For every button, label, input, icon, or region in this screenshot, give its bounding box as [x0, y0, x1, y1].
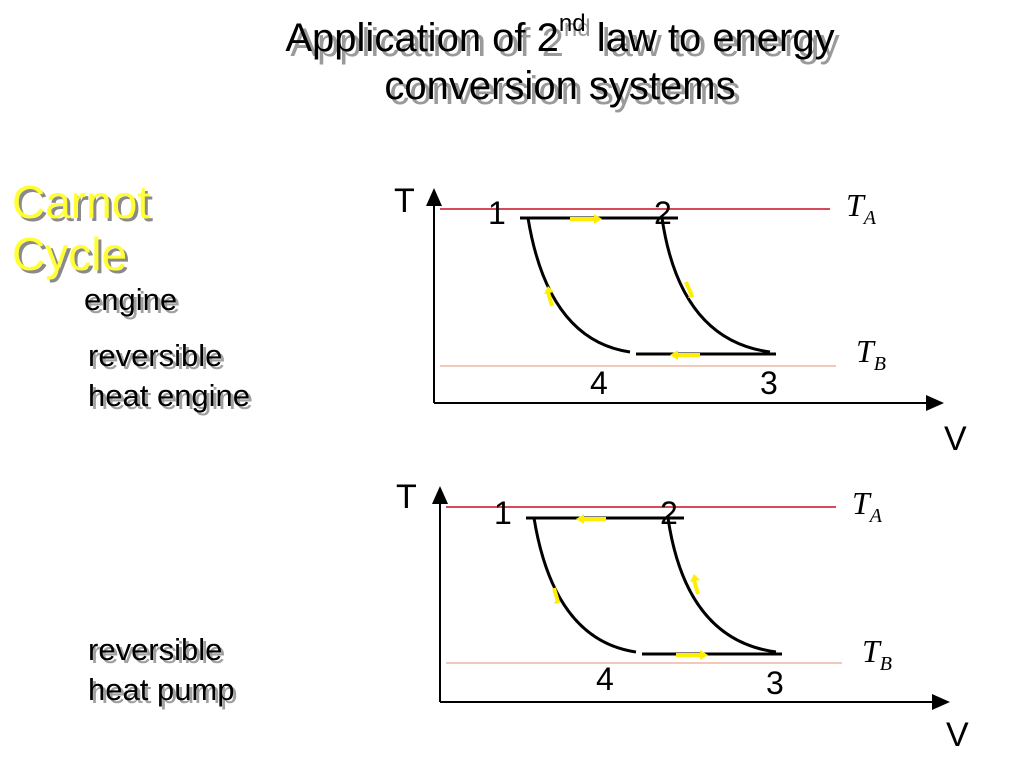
- engine-direction-arrows: [544, 214, 700, 360]
- title-line1-b: law to energy: [585, 16, 835, 60]
- engine-point-2: 2: [654, 195, 672, 231]
- engine-label: engine: [84, 282, 178, 317]
- pump-point-1: 1: [494, 495, 512, 531]
- engine-adiabat-left: [526, 217, 631, 354]
- engine-arrow-left: [546, 291, 554, 307]
- reversible-heat-engine-label: reversible heat engine: [88, 336, 250, 416]
- title-superscript: nd: [558, 10, 586, 37]
- pump-ta-label: TA: [852, 485, 883, 527]
- pump-point-2: 2: [660, 495, 678, 531]
- engine-tb-label: TB: [856, 333, 886, 375]
- engine-diagram: T V 1 2 3 4 TA TB: [394, 182, 967, 458]
- pump-arrow-right: [692, 579, 700, 595]
- engine-point-1: 1: [488, 195, 506, 231]
- engine-y-axis-label: T: [394, 182, 415, 220]
- engine-adiabat-right: [660, 217, 771, 354]
- rev-engine-line1: reversible: [88, 338, 223, 373]
- pump-point-4: 4: [596, 661, 614, 697]
- pump-tb-label: TB: [862, 633, 892, 675]
- pump-adiabat-left: [532, 517, 637, 654]
- title-line1-a: Application of 2: [285, 16, 559, 60]
- pump-y-axis-label: T: [396, 478, 417, 516]
- engine-point-4: 4: [590, 365, 608, 401]
- carnot-line1: Carnot: [12, 176, 151, 228]
- heat-pump-diagram: T V 1 2 3 4 TA TB: [396, 478, 969, 754]
- rev-pump-line2: heat pump: [88, 672, 235, 707]
- reversible-heat-pump-label: reversible heat pump: [88, 630, 235, 710]
- carnot-cycle-heading: Carnot Cycle: [12, 176, 212, 280]
- title-line2: conversion systems: [384, 64, 736, 108]
- rev-pump-line1: reversible: [88, 632, 223, 667]
- engine-ta-label: TA: [846, 187, 877, 229]
- pump-adiabat-right: [666, 517, 777, 654]
- pump-x-axis-label: V: [946, 716, 969, 754]
- pump-direction-arrows: [552, 514, 708, 660]
- engine-point-3: 3: [760, 365, 778, 401]
- pump-point-3: 3: [766, 665, 784, 701]
- rev-engine-line2: heat engine: [88, 378, 251, 413]
- engine-x-axis-label: V: [944, 420, 967, 458]
- slide-title: Application of 2nd law to energy convers…: [160, 12, 960, 110]
- carnot-line2: Cycle: [12, 228, 128, 280]
